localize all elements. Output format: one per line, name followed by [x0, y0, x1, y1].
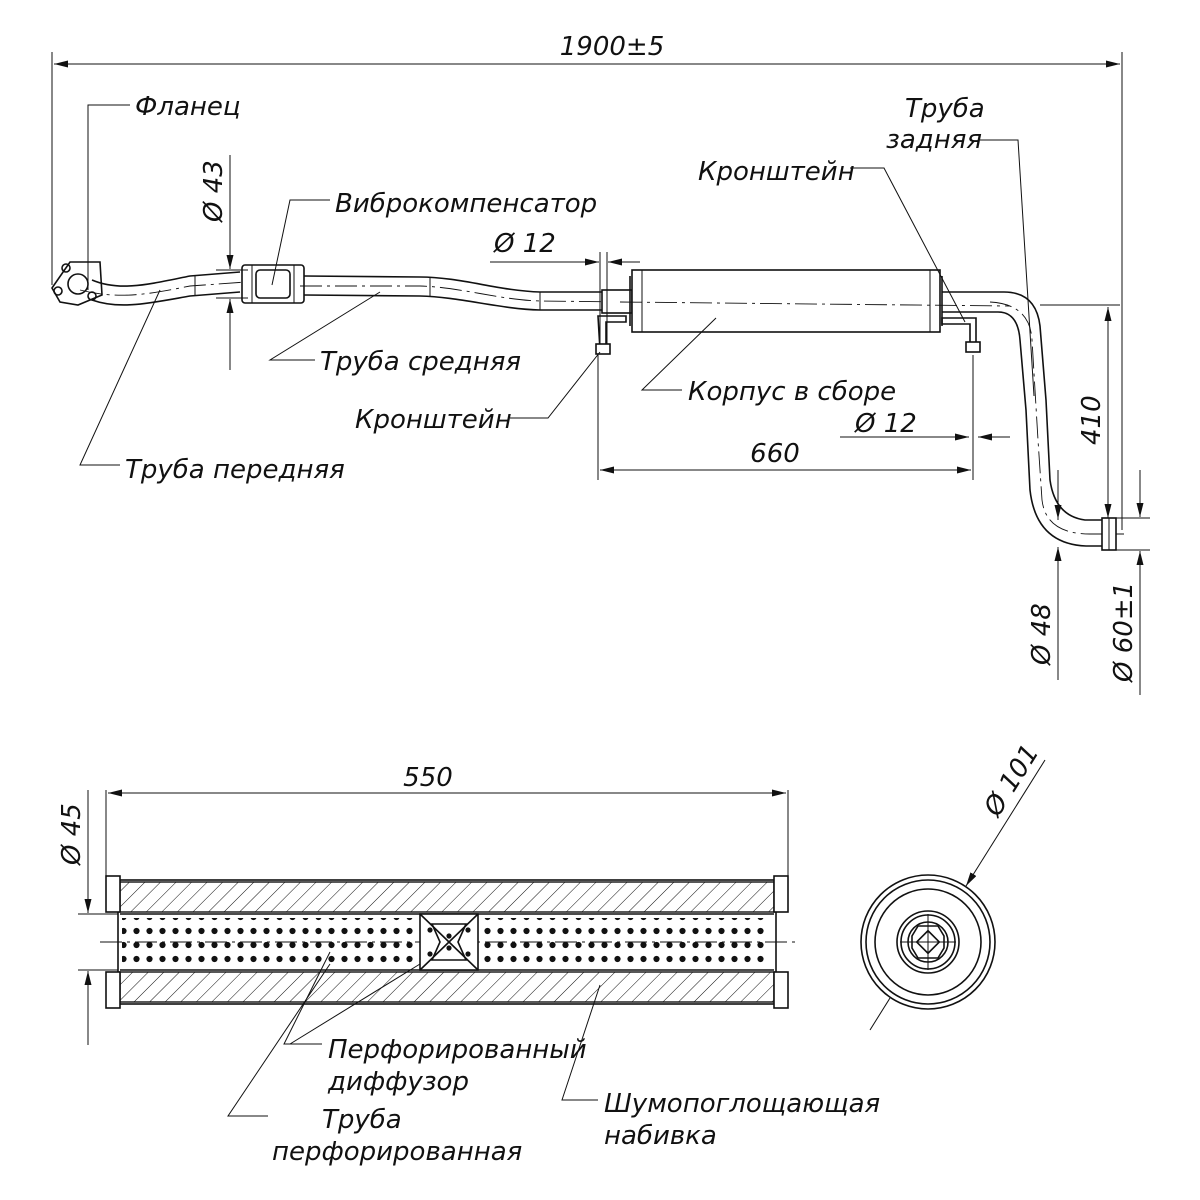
bracket-span-value: 660 — [750, 439, 800, 469]
perforated-diffuser — [419, 913, 479, 971]
muffler-section-view: 550 Ø 45 — [57, 763, 880, 1167]
perf-diffuser-label-line1: Перфорированный — [328, 1035, 587, 1065]
perf-pipe-label-line1: Труба — [322, 1105, 402, 1135]
flange — [51, 261, 103, 306]
end-cap-left-bottom — [105, 971, 121, 1009]
muffler-end-view: Ø 101 — [860, 739, 1045, 1031]
pipe-front-label: Труба передняя — [125, 455, 345, 485]
perforated-pipe-left — [122, 918, 420, 966]
exhaust-assembly-view: 1900±5 — [51, 32, 1150, 695]
outlet-outer-diameter-dimension: Ø 60±1 — [1109, 470, 1150, 695]
end-cap-left-top — [105, 875, 121, 913]
end-diameter-value: Ø 101 — [978, 739, 1045, 822]
section-length-dimension: 550 — [105, 763, 789, 880]
rear-height-dimension: 410 — [1040, 304, 1120, 518]
pipe-mid-label: Труба средняя — [320, 347, 521, 377]
bracket-2 — [941, 317, 981, 353]
sound-packing-bottom — [119, 971, 775, 1003]
front-pipe — [79, 271, 247, 306]
perf-pipe-callout: Труба перфорированная — [227, 963, 522, 1167]
end-cap-right-bottom — [773, 971, 789, 1009]
sound-packing-label-line2: набивка — [604, 1121, 717, 1151]
perf-diffuser-label-line2: диффузор — [327, 1067, 469, 1097]
outlet-inner-diameter-value: Ø 48 — [1027, 603, 1057, 666]
muffler-body — [619, 269, 1011, 333]
end-cap-right-top — [773, 875, 789, 913]
sound-packing-top — [119, 881, 775, 913]
overall-length-dimension: 1900±5 — [51, 32, 1123, 530]
body-assembly-label: Корпус в сборе — [688, 377, 896, 407]
bracket-1-diameter-value: Ø 12 — [493, 229, 556, 259]
body-assembly-callout: Корпус в сборе — [640, 317, 896, 407]
bracket-1-callout: Кронштейн — [355, 351, 601, 435]
sound-packing-callout: Шумопоглощающая набивка — [561, 984, 880, 1151]
outlet-inner-diameter-dimension: Ø 48 — [1027, 470, 1062, 680]
bracket-2-callout: Кронштейн — [698, 157, 966, 323]
pipe-mid-callout: Труба средняя — [268, 291, 521, 377]
rear-pipe — [942, 291, 1124, 551]
vibro-callout: Виброкомпенсатор — [271, 189, 597, 286]
flange-label: Фланец — [135, 92, 241, 122]
vibro-label: Виброкомпенсатор — [335, 189, 597, 219]
pipe-rear-callout: Труба задняя — [886, 94, 1035, 397]
middle-pipe — [300, 275, 633, 314]
bracket-1-diameter-dimension: Ø 12 — [490, 229, 640, 344]
front-diameter-value: Ø 43 — [199, 160, 229, 223]
vibration-compensator — [241, 264, 305, 304]
section-diameter-dimension: Ø 45 — [57, 790, 118, 1045]
bracket-2-diameter-dimension: Ø 12 — [840, 409, 1010, 441]
bracket-span-dimension: 660 — [597, 355, 974, 480]
bracket-1 — [595, 315, 627, 355]
bracket-2-diameter-value: Ø 12 — [854, 409, 917, 439]
pipe-front-callout: Труба передняя — [79, 289, 345, 485]
outlet-outer-diameter-value: Ø 60±1 — [1109, 582, 1139, 683]
flange-callout: Фланец — [87, 92, 241, 290]
bracket-2-label: Кронштейн — [698, 157, 855, 187]
perf-pipe-label-line2: перфорированная — [272, 1137, 522, 1167]
front-diameter-dimension: Ø 43 — [199, 155, 248, 370]
sound-packing-label-line1: Шумопоглощающая — [604, 1089, 880, 1119]
overall-length-value: 1900±5 — [560, 32, 665, 62]
pipe-rear-label-line2: задняя — [886, 125, 982, 155]
section-diameter-value: Ø 45 — [57, 803, 87, 866]
bracket-1-label: Кронштейн — [355, 405, 512, 435]
perf-diffuser-callout: Перфорированный диффузор — [283, 951, 587, 1097]
rear-height-value: 410 — [1077, 395, 1107, 445]
section-length-value: 550 — [403, 763, 453, 793]
pipe-rear-label-line1: Труба — [905, 94, 985, 124]
